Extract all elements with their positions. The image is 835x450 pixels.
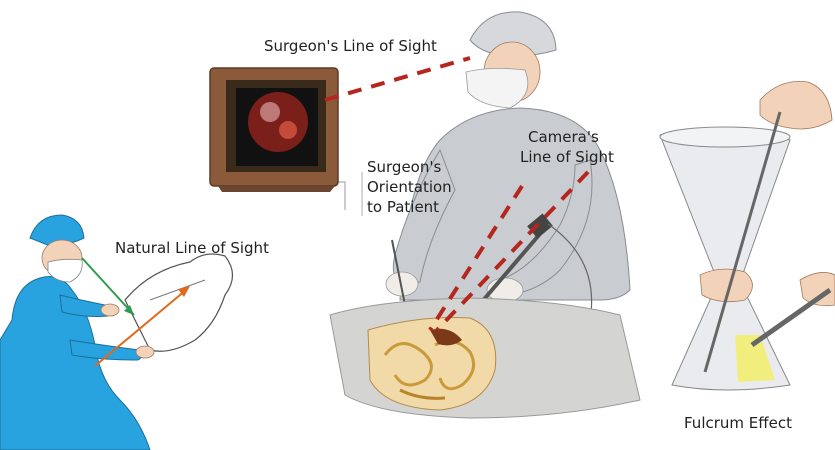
camera-line-of-sight-label-2: Line of Sight <box>520 148 614 166</box>
patient-abdomen <box>330 298 640 418</box>
fulcrum-instrument-2 <box>752 290 830 345</box>
fulcrum-illustration <box>660 81 835 390</box>
surgeon-orientation-label-2: Orientation <box>367 178 452 196</box>
surgeon-hand-lower <box>136 346 154 358</box>
surgeon-line-of-sight-label: Surgeon's Line of Sight <box>264 37 437 55</box>
surgeon-mask-gray <box>466 68 528 108</box>
monitor <box>210 68 345 210</box>
endoscopic-view <box>248 92 308 152</box>
patient-outline <box>125 254 233 351</box>
surgeon-hand-upper <box>101 304 119 316</box>
natural-line-of-sight-label: Natural Line of Sight <box>115 239 269 257</box>
endoscopic-view-tissue <box>279 121 297 139</box>
top-hand <box>760 81 832 129</box>
surgeon-orientation-label-3: to Patient <box>367 198 439 216</box>
surgeon-sight-line <box>325 58 470 100</box>
fulcrum-effect-label: Fulcrum Effect <box>684 414 792 432</box>
upper-cone <box>660 131 790 282</box>
monitor-base-shadow <box>218 186 335 192</box>
endoscopic-view-highlight <box>260 102 280 122</box>
surgeon-orientation-label-1: Surgeon's <box>367 158 441 176</box>
camera-line-of-sight-label-1: Camera's <box>528 128 599 146</box>
